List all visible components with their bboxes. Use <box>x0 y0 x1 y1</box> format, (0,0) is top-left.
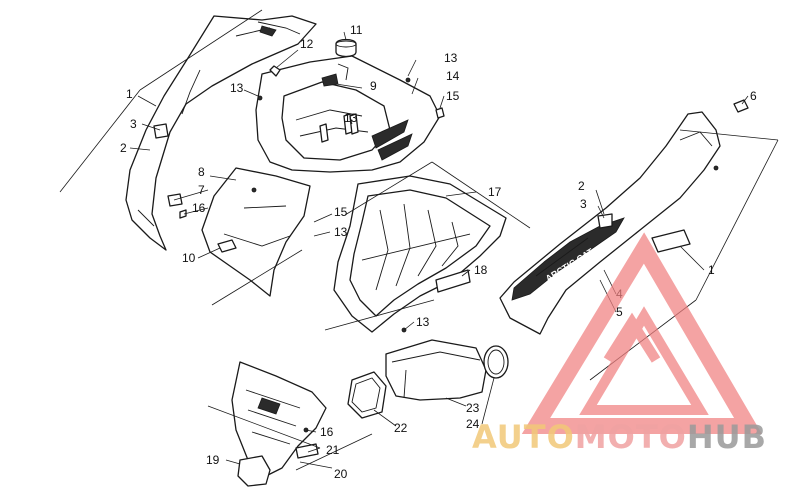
callout-15-b: 15 <box>334 205 348 219</box>
callout-13-c: 13 <box>444 51 458 65</box>
callout-2-left: 2 <box>120 141 127 155</box>
callout-labels: 1 2 3 7 16 8 10 13 12 11 9 13 13 14 15 1… <box>120 23 757 481</box>
callout-4: 4 <box>616 287 623 301</box>
callout-11: 11 <box>350 23 363 37</box>
callout-21: 21 <box>326 443 340 457</box>
callout-16-right: 16 <box>320 425 334 439</box>
callout-7: 7 <box>198 183 205 197</box>
callout-13-a: 13 <box>230 81 244 95</box>
callout-18: 18 <box>474 263 488 277</box>
lower-nose-pan <box>201 167 311 297</box>
callout-10: 10 <box>182 251 196 265</box>
callout-14: 14 <box>446 69 460 83</box>
callout-13-e: 13 <box>416 315 430 329</box>
callout-19: 19 <box>206 453 220 467</box>
callout-15-a: 15 <box>446 89 460 103</box>
callout-3-right: 3 <box>580 197 587 211</box>
callout-5: 5 <box>616 305 623 319</box>
callout-8: 8 <box>198 165 205 179</box>
callout-2-right: 2 <box>578 179 585 193</box>
callout-3-left: 3 <box>130 117 137 131</box>
callout-9: 9 <box>370 79 377 93</box>
callout-1-right: 1 <box>708 263 715 277</box>
callout-13-b: 13 <box>344 111 358 125</box>
callout-17: 17 <box>488 185 502 199</box>
callout-6: 6 <box>750 89 757 103</box>
callout-16-left: 16 <box>192 201 206 215</box>
callout-22: 22 <box>394 421 408 435</box>
callout-13-d: 13 <box>334 225 348 239</box>
callout-20: 20 <box>334 467 348 481</box>
callout-12: 12 <box>300 37 314 51</box>
front-grille <box>231 361 327 487</box>
right-side-panel: ARCTIC CAT <box>499 99 749 335</box>
center-tub <box>333 175 507 333</box>
callout-24: 24 <box>466 417 480 431</box>
air-intake-duct <box>347 339 509 419</box>
hood-assembly <box>255 38 445 173</box>
leader-lines <box>129 31 749 469</box>
callout-1-left: 1 <box>126 87 133 101</box>
callout-23: 23 <box>466 401 480 415</box>
